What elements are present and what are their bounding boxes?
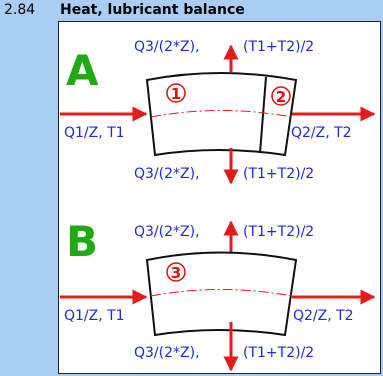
top-left-label-a: Q3/(2*Z), (134, 39, 200, 55)
diagram-letter-b: B (66, 217, 98, 266)
zone-circle-2 (271, 86, 291, 106)
bottom-right-label-a: (T1+T2)/2 (243, 166, 314, 182)
section-number: 2.84 (4, 2, 36, 18)
zone-number-1: 1 (171, 85, 181, 103)
top-right-label-b: (T1+T2)/2 (243, 224, 314, 240)
inlet-label-b: Q1/Z, T1 (64, 308, 125, 324)
inlet-label-a: Q1/Z, T1 (64, 125, 125, 141)
zone-divider-a (259, 76, 267, 154)
section-title: Heat, lubricant balance (60, 2, 245, 18)
diagram-b: B Q3/(2*Z), (T1+T2)/2 Q1/Z, T1 Q2/Z, T2 … (60, 217, 376, 372)
diagram-letter-a: A (66, 46, 99, 95)
bottom-left-label-b: Q3/(2*Z), (134, 345, 200, 361)
diagram-a: A Q3/(2*Z), (T1+T2)/2 Q1/Z, T1 Q2/Z, T2 … (60, 39, 376, 185)
zone-number-3: 3 (171, 264, 181, 282)
outlet-label-a: Q2/Z, T2 (291, 125, 352, 141)
top-right-label-a: (T1+T2)/2 (243, 39, 314, 55)
zone-circle-1 (166, 83, 186, 103)
zone-circle-3 (166, 262, 186, 282)
bottom-left-label-a: Q3/(2*Z), (134, 166, 200, 182)
zone-number-2: 2 (276, 88, 286, 106)
bottom-right-label-b: (T1+T2)/2 (243, 345, 314, 361)
outlet-label-b: Q2/Z, T2 (293, 308, 354, 324)
top-left-label-b: Q3/(2*Z), (134, 224, 200, 240)
